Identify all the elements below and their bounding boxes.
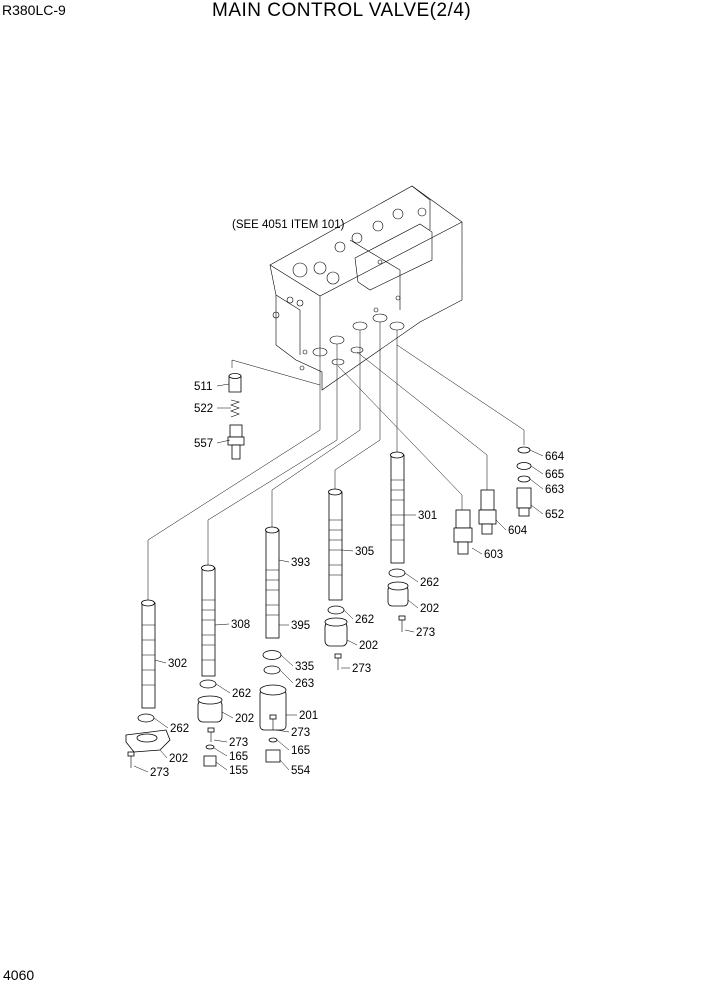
spool-393: [265, 526, 280, 639]
plug-554: [265, 749, 281, 763]
label-273: 273: [150, 767, 169, 779]
callouts: (SEE 4051 ITEM 101) 511 522 557 664 665 …: [150, 219, 565, 779]
label-262: 262: [355, 614, 374, 626]
o-ring-262: [327, 605, 345, 615]
label-652: 652: [545, 509, 564, 521]
spool-301: [390, 451, 405, 564]
cover-201: [259, 684, 287, 731]
relief-valve-603: [453, 509, 473, 555]
washer-335: [262, 650, 282, 660]
o-ring-165: [268, 737, 278, 743]
valve-557: [227, 424, 245, 460]
spool-305: [328, 488, 343, 601]
label-262: 262: [170, 723, 189, 735]
label-leaders: [133, 383, 544, 773]
label-273: 273: [416, 627, 435, 639]
note-see-4051: (SEE 4051 ITEM 101): [232, 219, 345, 231]
label-202: 202: [359, 640, 378, 652]
label-603: 603: [484, 549, 503, 561]
o-ring-262: [199, 679, 217, 689]
label-202: 202: [169, 753, 188, 765]
cover-202: [125, 729, 171, 753]
label-308: 308: [231, 619, 250, 631]
label-302: 302: [168, 658, 187, 670]
spool-302: [141, 599, 156, 709]
label-165: 165: [291, 745, 310, 757]
label-201: 201: [299, 710, 318, 722]
page-title: MAIN CONTROL VALVE(2/4): [212, 0, 472, 21]
plug-155: [203, 755, 217, 767]
page-number: 4060: [3, 967, 35, 983]
bolt-273: [398, 615, 406, 632]
seal-stack-652: [516, 446, 532, 517]
bolt-273: [334, 653, 342, 670]
label-262: 262: [232, 688, 251, 700]
cover-202: [197, 695, 223, 723]
bolt-273: [207, 727, 215, 742]
o-ring-263: [263, 665, 281, 675]
label-301: 301: [418, 510, 437, 522]
label-305: 305: [355, 546, 374, 558]
label-273: 273: [291, 727, 310, 739]
label-604: 604: [508, 525, 528, 537]
o-ring-262: [388, 568, 406, 578]
plug-511: [228, 373, 242, 393]
label-165: 165: [229, 751, 248, 763]
valve-body: [269, 185, 463, 391]
label-395: 395: [291, 620, 310, 632]
label-557: 557: [194, 438, 213, 450]
label-263: 263: [295, 678, 314, 690]
label-155: 155: [229, 765, 248, 777]
label-664: 664: [545, 451, 565, 463]
label-202: 202: [420, 603, 439, 615]
label-273: 273: [229, 737, 248, 749]
label-273: 273: [352, 663, 371, 675]
label-665: 665: [545, 469, 564, 481]
cover-202: [324, 617, 348, 647]
label-522: 522: [194, 403, 213, 415]
o-ring-165: [205, 744, 215, 750]
label-554: 554: [291, 765, 311, 777]
label-335: 335: [295, 661, 314, 673]
label-393: 393: [291, 557, 310, 569]
o-ring-262: [137, 713, 155, 723]
spring-522: [230, 399, 241, 418]
model-code: R380LC-9: [2, 2, 66, 18]
label-262: 262: [420, 577, 439, 589]
bolt-273: [269, 714, 277, 730]
label-202: 202: [235, 713, 254, 725]
label-663: 663: [545, 484, 564, 496]
label-511: 511: [194, 381, 212, 393]
leader-lines: [147, 322, 525, 603]
bolt-273: [127, 751, 135, 768]
spool-308: [201, 564, 216, 677]
relief-valve-604: [478, 489, 497, 535]
cover-202: [387, 581, 409, 607]
